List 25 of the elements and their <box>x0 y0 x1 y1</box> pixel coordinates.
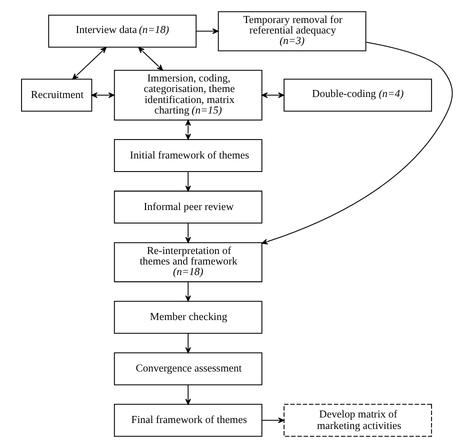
arrow <box>262 92 284 98</box>
arrow <box>262 418 284 424</box>
node-box: Member checking <box>114 300 262 334</box>
arrow <box>138 47 164 71</box>
node-box: Initial framework of themes <box>114 139 262 172</box>
arrow <box>185 282 191 302</box>
arrow <box>185 222 191 243</box>
arrow <box>72 47 107 80</box>
node-box: Immersion, coding, categorisation, theme identification, matrix charting (n=15) <box>114 70 262 120</box>
node-box: Recruitment <box>21 78 92 112</box>
arrow <box>185 384 191 405</box>
arrow <box>196 28 218 34</box>
arrow <box>185 171 191 192</box>
arrow <box>262 42 453 244</box>
arrow <box>185 332 191 354</box>
node-box: Convergence assessment <box>114 352 262 386</box>
node-box: Temporary removal for referential adequacy (n=3) <box>218 11 366 52</box>
node-box: Informal peer review <box>114 190 262 224</box>
arrow <box>91 92 114 98</box>
node-box: Develop matrix of marketing activities <box>284 404 432 437</box>
node-box: Re-interpretation of themes and framework (n=18) <box>114 242 262 282</box>
node-box: Double-coding (n=4) <box>284 78 432 112</box>
node-box: Final framework of themes <box>114 404 262 437</box>
arrow <box>185 120 191 140</box>
node-box: Interview data (n=18) <box>48 14 197 48</box>
